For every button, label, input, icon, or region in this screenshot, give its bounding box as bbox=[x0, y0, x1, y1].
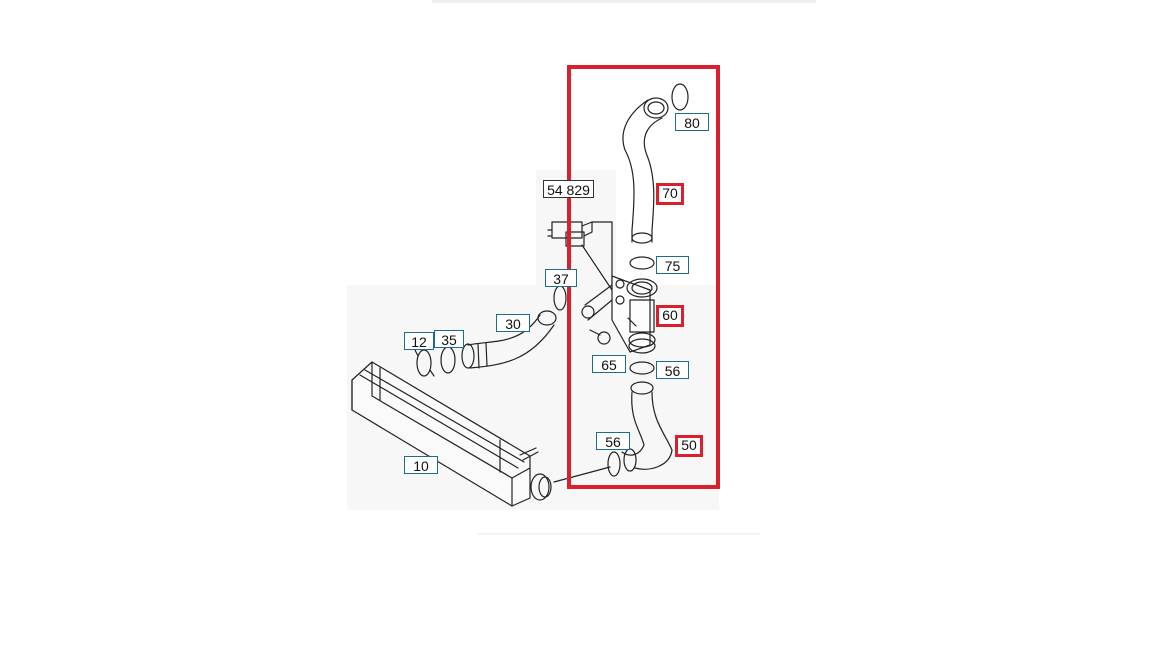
bottom-divider bbox=[478, 533, 760, 535]
callout-70[interactable]: 70 bbox=[656, 183, 684, 205]
callout-65[interactable]: 65 bbox=[592, 355, 626, 373]
top-divider bbox=[432, 0, 816, 3]
callout-12[interactable]: 12 bbox=[404, 332, 434, 350]
seal-ring-80 bbox=[671, 83, 689, 111]
callout-54-829[interactable]: 54 829 bbox=[543, 180, 594, 198]
callout-56-lower[interactable]: 56 bbox=[596, 432, 630, 450]
hose-50-part bbox=[621, 381, 673, 472]
seal-ring-75 bbox=[629, 256, 655, 270]
throttle-housing-part bbox=[581, 275, 658, 354]
callout-56-upper[interactable]: 56 bbox=[656, 361, 689, 379]
hose-70-part bbox=[622, 97, 669, 244]
callout-50[interactable]: 50 bbox=[675, 435, 703, 457]
callout-35[interactable]: 35 bbox=[434, 330, 464, 348]
hose-30-part bbox=[461, 310, 557, 369]
callout-10[interactable]: 10 bbox=[404, 456, 438, 474]
callout-60[interactable]: 60 bbox=[656, 305, 684, 327]
bolt-part bbox=[589, 329, 611, 345]
callout-80[interactable]: 80 bbox=[675, 113, 709, 131]
callout-37[interactable]: 37 bbox=[545, 269, 577, 287]
seal-ring-56-upper bbox=[629, 361, 655, 375]
intercooler-part bbox=[351, 361, 552, 507]
callout-30[interactable]: 30 bbox=[496, 314, 530, 332]
sensor-part bbox=[547, 221, 613, 291]
seal-ring-56-lower bbox=[607, 451, 621, 477]
callout-75[interactable]: 75 bbox=[656, 256, 689, 274]
